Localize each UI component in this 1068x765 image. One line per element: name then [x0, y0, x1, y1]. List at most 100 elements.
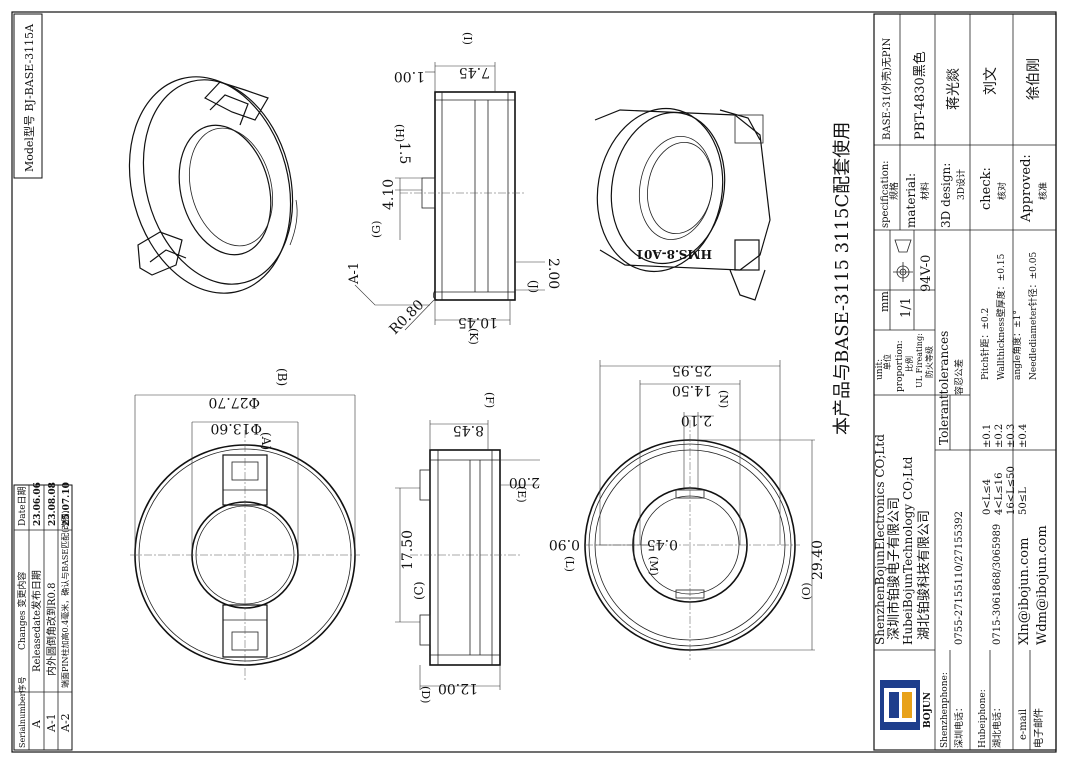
dimension-a: Φ13.60 (A) — [191, 420, 299, 555]
dimension-c: 17.50 (C) — [395, 487, 426, 623]
email-label: e-mail — [1018, 709, 1029, 740]
radius-callout: R0.80 A-1 — [347, 262, 435, 338]
dimension-k: 10.45 (K) — [434, 300, 511, 345]
projection-symbol-icon — [893, 239, 913, 282]
dimension-b: Φ27.70 (B) — [134, 368, 356, 555]
front-view-right — [584, 420, 800, 660]
dim-a-value: Φ13.60 — [210, 420, 262, 436]
changes-row-label: A — [30, 719, 43, 729]
iso-view-top-right: HMS.8-A01 — [594, 107, 771, 301]
email-label-cn: 电子邮件 — [1032, 708, 1045, 748]
shenzhen-phone: 0755-27155110/27155392 — [954, 511, 965, 645]
shenzhen-phone-label: Shenzhenphone: — [940, 672, 950, 748]
changes-row-date: 23.06.06 — [33, 482, 43, 526]
model-label: Model型号 BJ-BASE-3115A — [22, 23, 36, 172]
dim-j-letter: (J) — [527, 280, 540, 293]
spec-value: BASE-31(外壳)无PIN — [880, 38, 893, 140]
dim-g-letter: (G) — [370, 221, 383, 238]
dimension-d: 12.00 (D) — [419, 665, 501, 703]
dim-c-value: 17.50 — [400, 530, 416, 570]
tolerance-value: ±0.4 — [1018, 424, 1029, 448]
dimension-h: 1.5 (H) — [393, 124, 422, 191]
logo-text: BOJUN — [923, 692, 933, 728]
dimension-i: 7.45 (I) 1.00 — [394, 32, 496, 92]
top-side-view — [400, 91, 525, 301]
company-en-1: ShenzhenBojunElectronics CO;Ltd — [873, 434, 887, 645]
design-label-cn: 3D设计 — [955, 169, 967, 200]
tolerance-range: 16<L≤50 — [1006, 466, 1017, 515]
radius-value: R0.80 — [387, 297, 428, 338]
special-tolerance: Pitch针距：±0.2 — [979, 308, 991, 380]
tolerance-value: ±0.2 — [994, 424, 1005, 448]
email-2: Wdm@ibojun.com — [1035, 525, 1050, 645]
company-logo: BOJUN — [880, 680, 933, 730]
part-marking: HMS.8-A01 — [636, 247, 712, 261]
material-label: material: — [904, 173, 918, 228]
fire-value: 94V-0 — [919, 255, 934, 292]
dim-g-value: 4.10 — [381, 179, 397, 210]
changes-header-serial: Serialnumber序号 — [17, 677, 27, 749]
changes-row-label: A-2 — [59, 713, 72, 733]
front-view-left — [130, 430, 360, 680]
dim-o-letter: (O) — [800, 582, 813, 600]
spec-label-cn: 规格 — [888, 182, 900, 200]
changes-row-label: A-1 — [45, 713, 58, 733]
iso-view-top-left — [128, 76, 298, 294]
design-label: 3D design: — [939, 163, 953, 228]
dim-o-value: 29.40 — [810, 540, 826, 580]
company-en-2: HubeiBojunTechnology CO;Ltd — [901, 456, 915, 645]
dim-m-value: 0.45 — [647, 536, 678, 552]
changes-header-changes: Changes 变更内容 — [16, 572, 28, 650]
tolerance-title-cn: 容忍公差 — [953, 359, 965, 395]
dim-p-value: 25.95 — [672, 362, 712, 378]
material-value: PBT-4830黑色 — [912, 51, 928, 140]
dim-f-letter: (F) — [483, 392, 496, 408]
dim-a-letter: (A) — [259, 432, 273, 450]
dimension-p: 25.95 — [599, 360, 781, 545]
dim-n-value: 2.10 — [681, 412, 712, 428]
hubei-phone: 0715-3061868/3065989 — [992, 524, 1003, 645]
tolerance-title: Toleranttolerances — [937, 331, 951, 445]
dimension-g: 4.10 (G) — [370, 178, 401, 240]
dim-i-value: 7.45 — [459, 64, 490, 80]
dim-i-sub-value: 1.00 — [394, 68, 425, 84]
dim-n-outer-value: 14.50 — [672, 382, 712, 398]
company-cn-2: 湖北铂骏科技有限公司 — [916, 510, 932, 640]
dim-n-letter: (N) — [717, 390, 730, 408]
dimension-n: 2.10 (N) — [681, 390, 730, 490]
a1-label: A-1 — [347, 262, 362, 285]
changes-row-change: Releasedate发布日期 — [30, 570, 43, 672]
dimension-n-outer: 14.50 — [639, 380, 741, 545]
changes-table: Serialnumber序号 Changes 变更内容 Date日期 A A-1… — [13, 482, 73, 751]
special-tolerance: Wallthickness壁厚度：±0.15 — [995, 253, 1007, 380]
dim-d-letter: (D) — [419, 686, 432, 703]
unit-label: unit: — [875, 359, 885, 380]
special-tolerance: angle角度：±1° — [1011, 310, 1023, 380]
dimension-o: 29.40 (O) — [690, 439, 826, 651]
proportion-label: proportion: — [895, 340, 905, 392]
changes-row-change: 内外圆倒角改到R0.8 — [45, 583, 58, 676]
check-label: check: — [979, 167, 994, 210]
changes-row-date: 25.07.10 — [62, 482, 72, 526]
tolerance-range: 50≤L — [1018, 487, 1029, 515]
email-1: Xln@ibojun.com — [1017, 538, 1032, 645]
dim-k-letter: (K) — [467, 328, 480, 345]
spec-label: specification: — [880, 160, 891, 228]
design-value: 蒋光燚 — [946, 68, 962, 110]
hubei-phone-label: Hubeiphone: — [978, 689, 988, 748]
special-tolerance: Needlediameter针径：±0.05 — [1027, 252, 1039, 380]
tolerance-value: ±0.3 — [1006, 424, 1017, 448]
approved-value: 徐伯刚 — [1026, 58, 1042, 100]
dim-i-letter: (I) — [461, 32, 474, 45]
approved-label-cn: 核准 — [1037, 182, 1049, 200]
unit-label-cn: 单位 — [882, 354, 892, 370]
hubei-phone-label-cn: 湖北电话： — [991, 703, 1003, 748]
dimension-f: 8.45 (F) — [429, 392, 496, 450]
dim-l-value: 0.90 — [549, 536, 580, 552]
unit-value: mm — [878, 291, 891, 312]
dim-e-value: 2.00 — [509, 474, 540, 490]
dim-l-letter: (L) — [563, 556, 576, 572]
shenzhen-phone-label-cn: 深圳电话： — [953, 703, 965, 748]
dim-h-letter: (H) — [393, 124, 406, 142]
side-view-middle — [410, 449, 520, 666]
